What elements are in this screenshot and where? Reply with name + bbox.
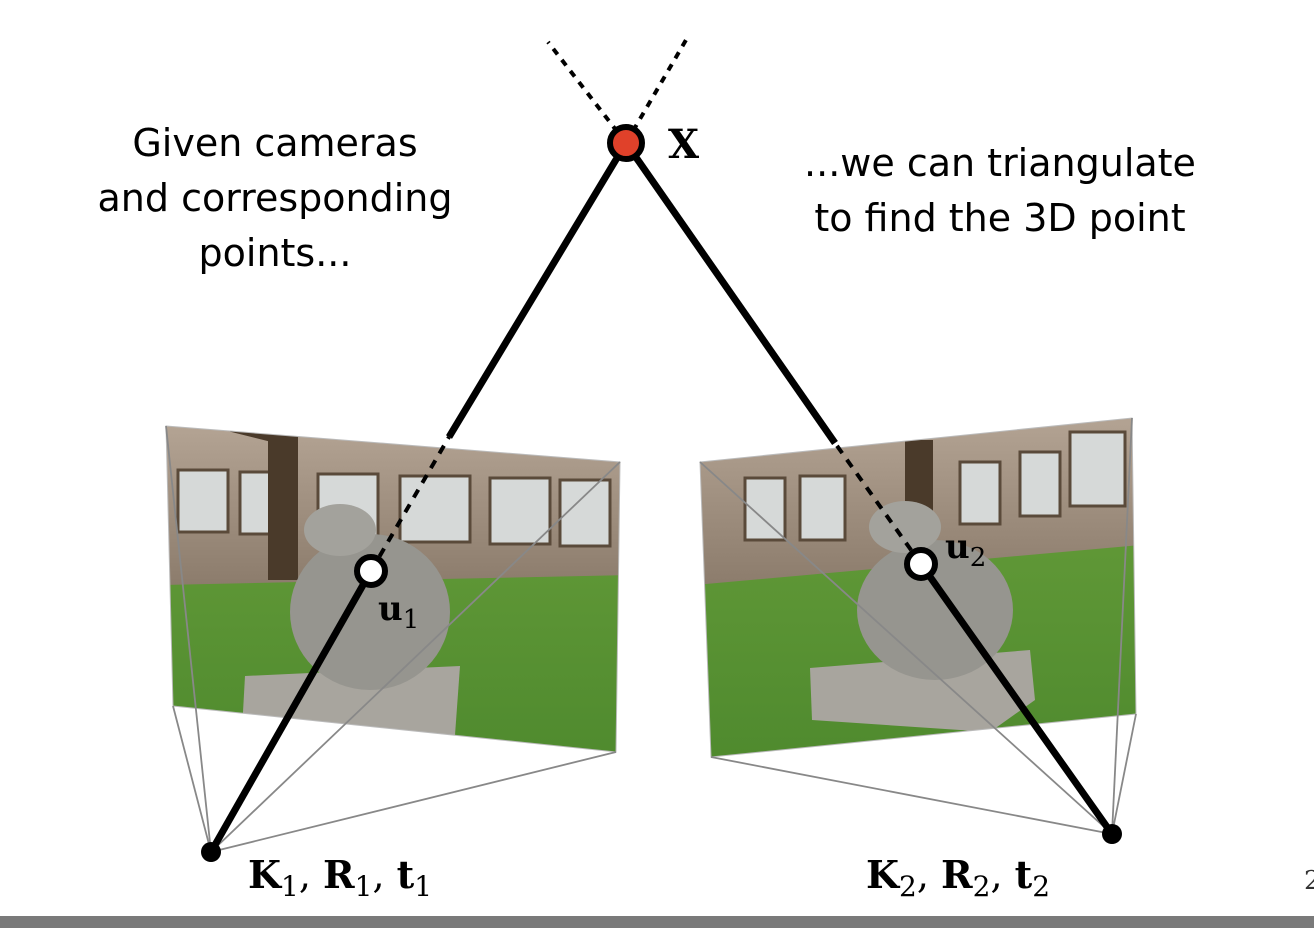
image-point-u1 (354, 554, 388, 588)
caption-triangulate: ...we can triangulate to find the 3D poi… (804, 141, 1196, 240)
image-point-u2 (904, 547, 938, 581)
ray-camera-1 (207, 141, 629, 854)
label-camera-1: K1, R1, t1 (248, 852, 432, 903)
camera-center-1 (201, 842, 221, 862)
label-u2: u2 (945, 527, 986, 573)
label-u1: u1 (378, 589, 419, 635)
image-plane-2 (700, 418, 1136, 757)
point-3d-marker (607, 124, 645, 162)
page-number: 2 (1304, 866, 1314, 896)
frustum-camera-1 (165, 425, 621, 853)
image-plane-1 (166, 426, 620, 752)
ray-camera-2 (623, 140, 1115, 837)
bottom-bar (0, 916, 1314, 928)
ray-extensions (546, 38, 688, 145)
caption-given-cameras: Given cameras and corresponding points..… (97, 121, 453, 275)
label-point-x: X (668, 121, 699, 168)
label-camera-2: K2, R2, t2 (866, 852, 1050, 903)
frustum-camera-2 (699, 417, 1137, 835)
camera-center-2 (1102, 824, 1122, 844)
